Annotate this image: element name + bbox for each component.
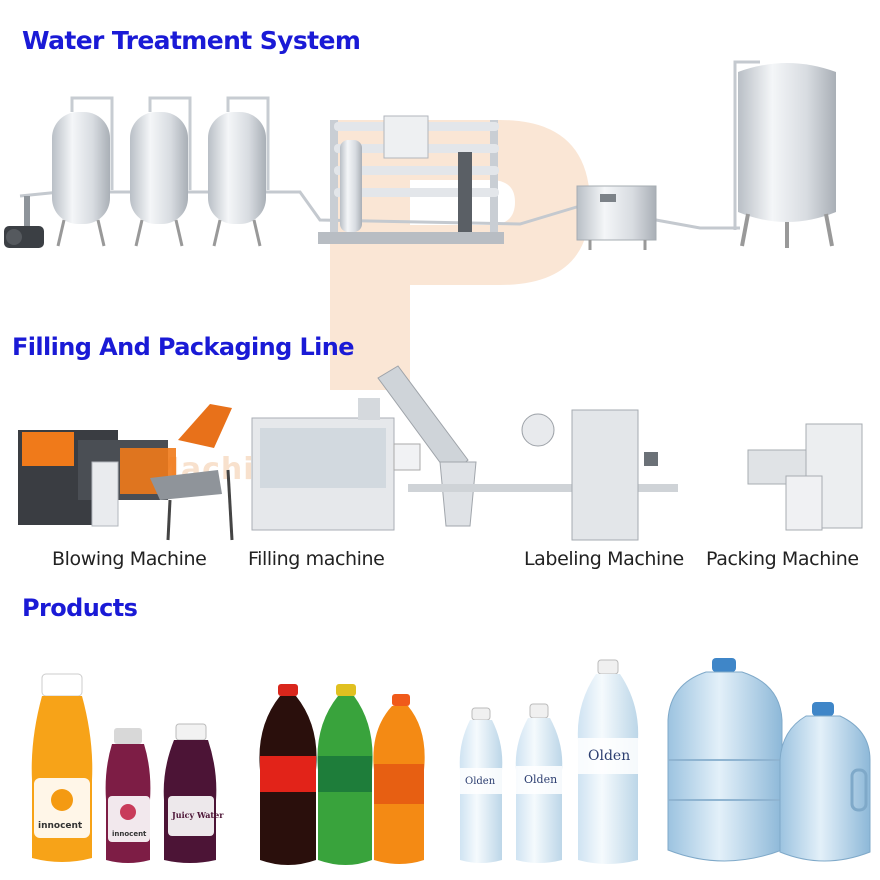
juice3-brand: Juicy Water xyxy=(171,810,224,820)
reverse-osmosis-unit xyxy=(318,115,504,244)
water-bottle-small xyxy=(459,707,503,863)
bottle-elevator xyxy=(377,365,477,527)
products-title: Products xyxy=(22,594,138,622)
labeling-machine-label: Labeling Machine xyxy=(524,548,684,570)
water-jug-large xyxy=(667,658,783,862)
berry-juice-bottle xyxy=(105,728,151,863)
cola-bottle xyxy=(259,684,317,865)
pump-icon xyxy=(4,196,44,248)
filter-tank-1 xyxy=(52,96,114,247)
filter-tank-2 xyxy=(130,96,192,247)
water-treatment-illustration xyxy=(4,60,836,250)
water-jug-small xyxy=(779,702,871,862)
blowing-machine-label: Blowing Machine xyxy=(52,548,207,570)
orange-juice-bottle xyxy=(31,673,93,862)
water-bottle-large xyxy=(577,659,639,864)
filling-machine-label: Filling machine xyxy=(248,548,385,570)
water-treatment-title: Water Treatment System xyxy=(22,26,361,55)
packing-machine xyxy=(747,423,863,531)
lemon-soda-bottle xyxy=(317,684,373,865)
sterilizer-control-box xyxy=(576,185,657,250)
juice2-brand: innocent xyxy=(112,830,147,838)
packing-machine-label: Packing Machine xyxy=(706,548,859,570)
orange-soda-bottle xyxy=(373,694,425,864)
filling-line-title: Filling And Packaging Line xyxy=(12,333,355,361)
juice1-brand: innocent xyxy=(38,821,83,831)
filter-tank-3 xyxy=(208,96,270,247)
water-bottle-medium xyxy=(515,703,563,863)
filling-line-illustration xyxy=(18,365,863,541)
watermark-logo xyxy=(330,120,590,390)
water-brand-medium: Olden xyxy=(524,773,557,786)
water-brand-large: Olden xyxy=(588,748,630,764)
juicy-water-bottle xyxy=(163,723,217,863)
storage-tank xyxy=(738,63,836,248)
conveyor-belt xyxy=(408,484,678,492)
blowing-machine xyxy=(18,404,234,541)
filling-machine xyxy=(251,398,421,531)
labeling-machine xyxy=(521,409,658,541)
water-brand-small: Olden xyxy=(465,776,496,787)
